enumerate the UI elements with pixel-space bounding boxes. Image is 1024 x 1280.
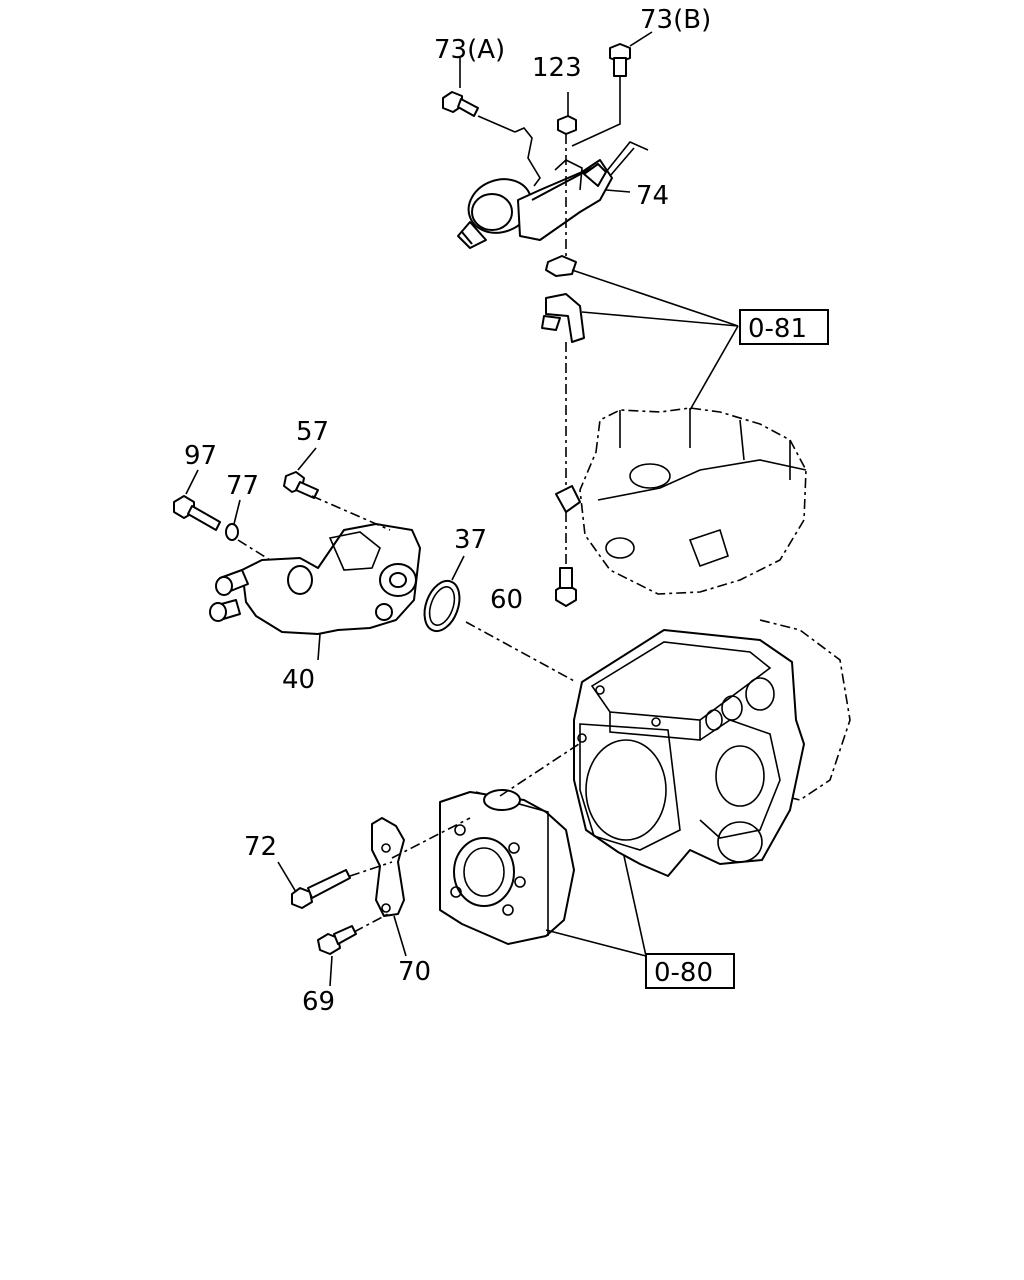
callout-97: 97 [184,441,217,471]
callout-77: 77 [226,471,259,501]
actuator-bracket-assembly [442,43,649,249]
throttle-body [173,471,421,635]
callout-0-81: 0-81 [748,314,807,344]
pump-cover [555,407,807,607]
callout-72: 72 [244,832,277,862]
leader-lines [185,31,739,987]
bolt-72 [291,869,351,909]
end-flange [439,789,575,945]
callout-74: 74 [636,181,669,211]
callout-60: 60 [490,585,523,615]
linkage-clips [541,255,585,343]
callout-40: 40 [282,665,315,695]
callout-70: 70 [398,957,431,987]
callout-0-81-box [739,309,829,345]
callout-123: 123 [532,53,582,83]
o-ring [423,579,461,633]
callout-0-80: 0-80 [654,958,713,988]
bracket-plate [371,817,405,917]
callout-69: 69 [302,987,335,1017]
pump-housing [573,619,851,877]
callout-57: 57 [296,417,329,447]
callout-37: 37 [454,525,487,555]
callout-0-80-box [645,953,735,989]
callout-73a: 73(A) [434,35,505,65]
bolt-69 [317,925,357,955]
callout-73b: 73(B) [640,5,711,35]
